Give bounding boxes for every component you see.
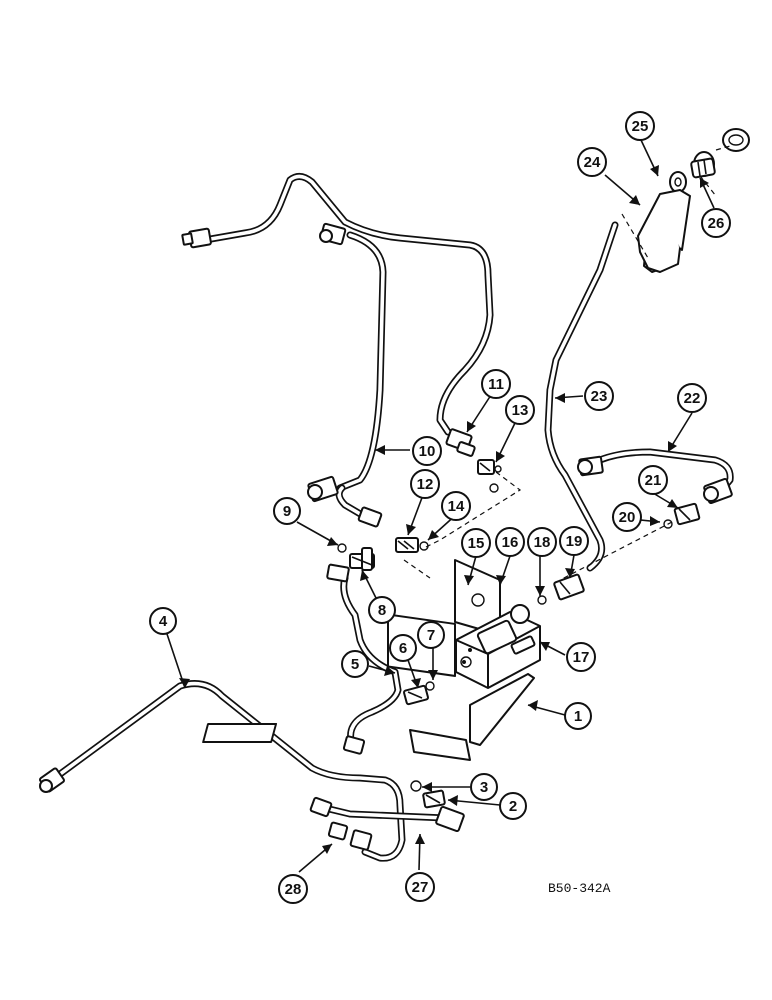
brackets-and-valve <box>202 189 691 761</box>
svg-text:8: 8 <box>378 602 386 619</box>
svg-text:15: 15 <box>468 535 485 552</box>
callout-19: 19 <box>559 526 589 556</box>
svg-text:1: 1 <box>574 708 582 725</box>
svg-text:26: 26 <box>708 215 725 232</box>
callout-9: 9 <box>273 497 301 525</box>
svg-text:20: 20 <box>619 509 636 526</box>
callout-15: 15 <box>461 528 491 558</box>
callout-11: 11 <box>481 369 511 399</box>
svg-text:24: 24 <box>584 154 601 171</box>
svg-text:22: 22 <box>684 390 701 407</box>
svg-text:12: 12 <box>417 476 434 493</box>
svg-text:13: 13 <box>512 402 529 419</box>
callout-14: 14 <box>441 491 471 521</box>
svg-text:2: 2 <box>509 798 517 815</box>
svg-text:19: 19 <box>566 533 583 550</box>
svg-text:10: 10 <box>419 443 436 460</box>
svg-text:14: 14 <box>448 498 465 515</box>
svg-text:17: 17 <box>573 649 590 666</box>
callout-16: 16 <box>495 527 525 557</box>
callout-8: 8 <box>368 596 396 624</box>
callout-2: 2 <box>499 792 527 820</box>
callout-3: 3 <box>470 773 498 801</box>
callouts: 1 2 3 4 5 6 7 8 9 10 11 12 13 14 15 16 1… <box>149 111 731 904</box>
callout-1: 1 <box>564 702 592 730</box>
svg-text:16: 16 <box>502 534 519 551</box>
tubes <box>48 173 734 862</box>
svg-text:6: 6 <box>399 640 407 657</box>
svg-text:21: 21 <box>645 472 662 489</box>
alignment-lines <box>403 175 717 581</box>
callout-12: 12 <box>410 469 440 499</box>
callout-23: 23 <box>584 381 614 411</box>
svg-text:11: 11 <box>488 376 504 393</box>
callout-5: 5 <box>341 650 369 678</box>
callout-22: 22 <box>677 383 707 413</box>
callout-10: 10 <box>412 436 442 466</box>
callout-20: 20 <box>612 502 642 532</box>
callout-24: 24 <box>577 147 607 177</box>
callout-13: 13 <box>505 395 535 425</box>
callout-26: 26 <box>701 208 731 238</box>
fittings <box>39 128 750 851</box>
svg-text:18: 18 <box>534 534 551 551</box>
svg-text:23: 23 <box>591 388 608 405</box>
svg-text:28: 28 <box>285 881 302 898</box>
svg-text:5: 5 <box>351 656 359 673</box>
svg-text:3: 3 <box>480 779 488 796</box>
callout-4: 4 <box>149 607 177 635</box>
drawing-code: B50-342A <box>548 881 611 896</box>
svg-text:7: 7 <box>427 627 435 644</box>
callout-27: 27 <box>405 872 435 902</box>
svg-text:9: 9 <box>283 503 291 520</box>
callout-7: 7 <box>417 621 445 649</box>
svg-text:25: 25 <box>632 118 649 135</box>
callout-leaders <box>166 139 715 873</box>
callout-18: 18 <box>527 527 557 557</box>
callout-25: 25 <box>625 111 655 141</box>
svg-text:4: 4 <box>159 613 168 630</box>
callout-28: 28 <box>278 874 308 904</box>
callout-21: 21 <box>638 465 668 495</box>
callout-6: 6 <box>389 634 417 662</box>
callout-17: 17 <box>566 642 596 672</box>
svg-text:27: 27 <box>412 879 429 896</box>
